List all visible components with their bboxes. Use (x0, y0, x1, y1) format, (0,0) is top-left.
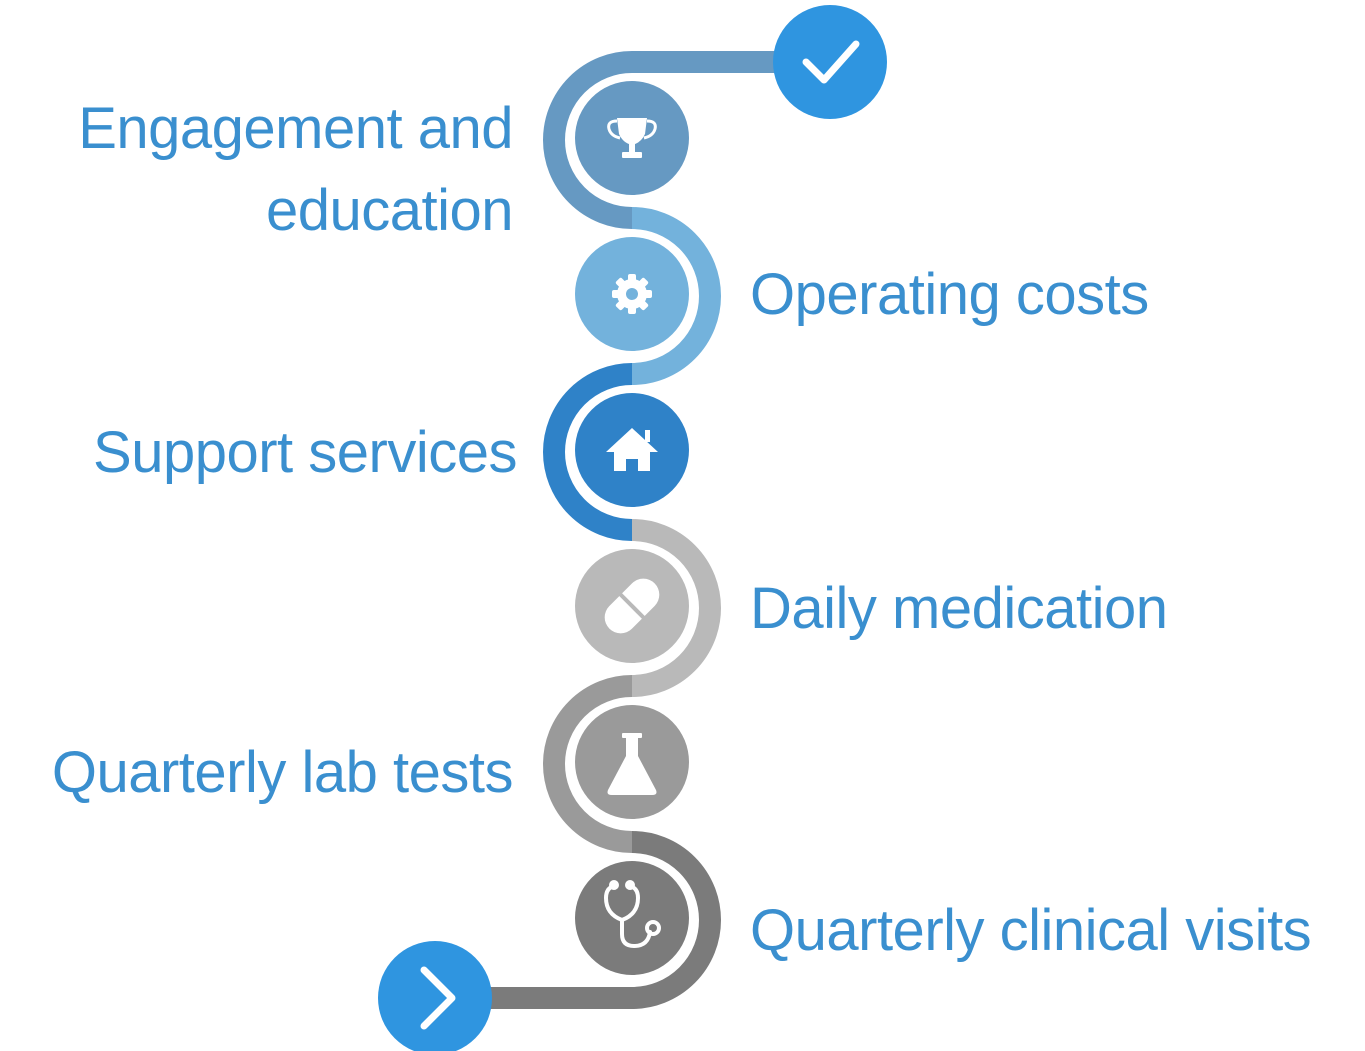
label-clinical: Quarterly clinical visits (750, 890, 1312, 972)
label-engagement-line-2: education (265, 178, 514, 243)
checkmark-icon (802, 40, 860, 84)
step-operating (575, 237, 689, 351)
flask-icon (607, 733, 657, 795)
step-clinical (575, 861, 689, 975)
step-medication (575, 549, 689, 663)
label-operating: Operating costs (750, 254, 1149, 336)
path-segment-operating (631, 207, 721, 385)
path-segment-support (543, 363, 633, 541)
pill-icon (604, 578, 660, 634)
end-marker (773, 5, 887, 119)
chevron-right-icon (420, 966, 456, 1030)
path-segment-medication (631, 519, 721, 697)
label-medication: Daily medication (750, 568, 1168, 650)
trophy-icon (607, 118, 657, 158)
label-support-line-1: Support services (93, 420, 517, 485)
label-clinical-line-1: Quarterly clinical visits (750, 898, 1312, 963)
house-icon (606, 428, 658, 471)
step-labtests (575, 705, 689, 819)
label-medication-line-1: Daily medication (750, 576, 1168, 641)
label-operating-line-1: Operating costs (750, 262, 1149, 327)
start-marker (378, 941, 492, 1051)
path-segment-engagement (543, 51, 633, 229)
label-labtests: Quarterly lab tests (51, 732, 514, 814)
path-track (435, 51, 830, 1009)
stethoscope-icon (603, 880, 661, 949)
label-labtests-line-1: Quarterly lab tests (51, 740, 514, 805)
label-support: Support services (93, 412, 517, 494)
label-engagement: Engagement and education (78, 88, 513, 252)
label-engagement-line-1: Engagement and (78, 96, 513, 161)
path-segment-clinical (435, 831, 721, 1009)
step-engagement (575, 81, 689, 195)
step-support (575, 393, 689, 507)
gear-icon (612, 274, 652, 314)
path-segment-labtests (543, 675, 633, 853)
